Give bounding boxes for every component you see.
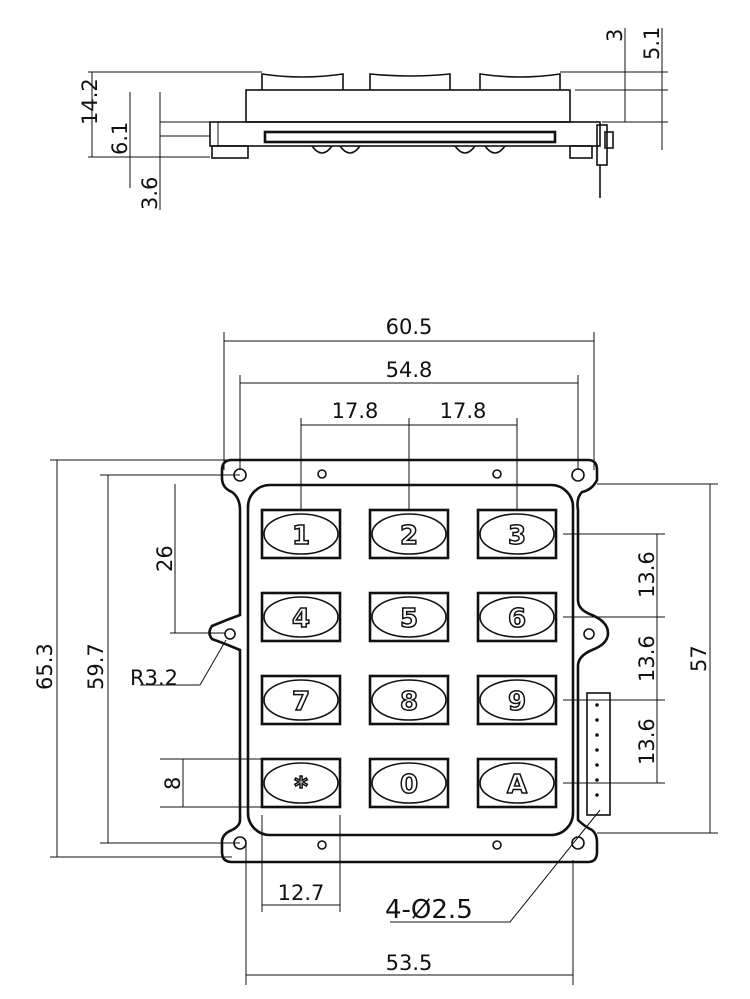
key-star[interactable]: *: [260, 757, 342, 809]
side-view: 14.2 6.1 3.6 3 5.1: [78, 27, 668, 210]
dim-5-1: 5.1: [640, 27, 664, 60]
key-a[interactable]: A: [476, 757, 558, 809]
key-7[interactable]: 7: [260, 674, 342, 726]
dim-60-5: 60.5: [386, 315, 433, 339]
dim-holes: 4-Ø2.5: [385, 895, 473, 925]
dim-13-6-mid: 13.6: [635, 635, 659, 682]
connector: [586, 692, 611, 816]
key-9[interactable]: 9: [476, 674, 558, 726]
dim-59-7: 59.7: [84, 643, 108, 690]
svg-text:8: 8: [400, 687, 418, 717]
svg-text:6: 6: [508, 604, 526, 634]
key-1[interactable]: 1: [260, 508, 342, 560]
key-8[interactable]: 8: [368, 674, 450, 726]
svg-text:1: 1: [292, 521, 310, 551]
keys: 1 2 3 4 5 6 7 8 9 * 0 A: [260, 508, 558, 809]
dim-3: 3: [603, 29, 627, 42]
svg-text:2: 2: [400, 521, 418, 551]
key-4[interactable]: 4: [260, 591, 342, 643]
key-0[interactable]: 0: [368, 757, 450, 809]
svg-text:3: 3: [508, 521, 526, 551]
key-2[interactable]: 2: [368, 508, 450, 560]
dim-13-6-bottom: 13.6: [635, 718, 659, 765]
keycap-side: [261, 73, 561, 90]
svg-text:A: A: [507, 770, 527, 800]
dim-54-8: 54.8: [386, 358, 433, 382]
dim-17-8-right: 17.8: [440, 399, 487, 423]
dim-3-6: 3.6: [138, 177, 162, 210]
key-3[interactable]: 3: [476, 508, 558, 560]
outer-plate: [208, 458, 610, 864]
svg-text:9: 9: [508, 687, 526, 717]
dim-57: 57: [687, 645, 711, 672]
key-5[interactable]: 5: [368, 591, 450, 643]
svg-text:5: 5: [400, 604, 418, 634]
dim-6-1: 6.1: [108, 122, 132, 155]
svg-text:0: 0: [400, 770, 418, 800]
svg-text:7: 7: [292, 687, 310, 717]
dim-12-7: 12.7: [278, 881, 325, 905]
dim-14-2: 14.2: [78, 78, 102, 125]
dim-r3-2: R3.2: [130, 666, 178, 690]
inner-frame: [246, 483, 575, 837]
dim-53-5: 53.5: [386, 951, 433, 975]
dim-26: 26: [153, 545, 177, 572]
dimension-lines: [50, 332, 718, 985]
key-6[interactable]: 6: [476, 591, 558, 643]
svg-text:4: 4: [292, 604, 310, 634]
front-view: 1 2 3 4 5 6 7 8 9 * 0 A: [33, 315, 718, 985]
dim-17-8-left: 17.8: [332, 399, 379, 423]
dim-13-6-top: 13.6: [635, 551, 659, 598]
dim-8: 8: [161, 777, 185, 790]
svg-text:*: *: [294, 772, 308, 802]
dim-65-3: 65.3: [33, 643, 57, 690]
